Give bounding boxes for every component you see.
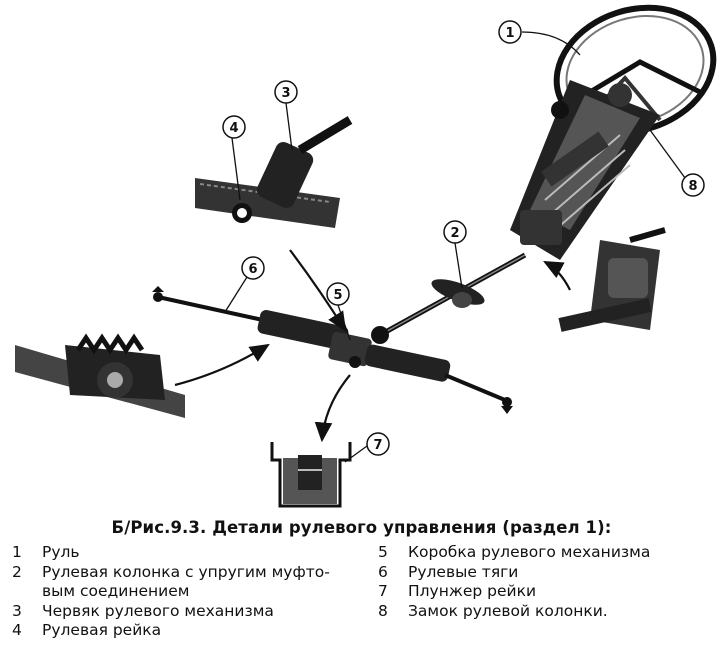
legend-number: 7: [378, 582, 388, 600]
svg-text:6: 6: [248, 262, 257, 277]
legend-item: 3 Червяк рулевого механизма: [12, 602, 357, 622]
legend-number: 4: [12, 621, 22, 639]
legend-number: 3: [12, 601, 22, 620]
callout-6: 6: [241, 256, 265, 280]
legend-text: Коробка рулевого механизма: [408, 543, 651, 561]
legend-text: Рулевая рейка: [42, 621, 162, 639]
rack-bar-detail-drawing: [15, 333, 185, 418]
callout-2: 2: [443, 220, 467, 244]
legend-text: Руль: [42, 543, 80, 561]
steering-diagram: 1 2 3 4 5 6 7 8: [15, 4, 717, 508]
pinion-detail-drawing: [195, 116, 353, 228]
legend-item: 2 Рулевая колонка с упругим муфто-вым со…: [12, 563, 357, 602]
legend-item: 4 Рулевая рейка: [12, 621, 357, 641]
legend-item: 6 Рулевые тяги: [378, 563, 713, 583]
legend-item: 1 Руль: [12, 543, 357, 563]
callout-5: 5: [326, 282, 350, 306]
legend-item: 5 Коробка рулевого механизма: [378, 543, 713, 563]
legend-text: Замок рулевой колонки.: [408, 601, 608, 620]
svg-text:8: 8: [688, 179, 697, 194]
intermediate-shaft-drawing: [378, 252, 527, 338]
legend-item: 8 Замок рулевой колонки.: [378, 602, 713, 622]
callout-3: 3: [274, 80, 298, 104]
rack-housing-drawing: [152, 286, 513, 414]
legend-left: 1 Руль 2 Рулевая колонка с упругим муфто…: [12, 543, 357, 641]
svg-text:5: 5: [333, 288, 342, 303]
detail-arrows: [174, 249, 571, 443]
legend-text: Рулевые тяги: [408, 562, 519, 581]
svg-text:7: 7: [373, 438, 382, 453]
callout-7: 7: [366, 432, 390, 456]
callout-8: 8: [681, 173, 705, 197]
legend-number: 6: [378, 562, 388, 581]
legend-text: Рулевая колонка с упругим муфто-вым соед…: [42, 562, 330, 601]
figure-caption: Б/Рис.9.3. Детали рулевого управления (р…: [111, 518, 612, 537]
legend-number: 1: [12, 543, 22, 561]
callout-4: 4: [222, 115, 246, 139]
legend-number: 2: [12, 562, 22, 581]
plunger-detail-drawing: [270, 442, 352, 508]
svg-text:1: 1: [505, 26, 514, 41]
svg-text:2: 2: [450, 226, 459, 241]
legend-number: 8: [378, 601, 388, 620]
steering-column-drawing: [510, 80, 660, 260]
legend-right: 5 Коробка рулевого механизма 6 Рулевые т…: [378, 543, 713, 621]
callout-leaders: [224, 31, 689, 463]
legend-number: 5: [378, 543, 388, 561]
callout-1: 1: [498, 20, 522, 44]
legend-item: 7 Плунжер рейки: [378, 582, 713, 602]
svg-text:3: 3: [281, 86, 290, 101]
legend-text: Червяк рулевого механизма: [42, 601, 274, 620]
svg-text:4: 4: [229, 121, 238, 136]
legend-text: Плунжер рейки: [408, 582, 537, 600]
column-lock-detail-drawing: [558, 227, 666, 332]
